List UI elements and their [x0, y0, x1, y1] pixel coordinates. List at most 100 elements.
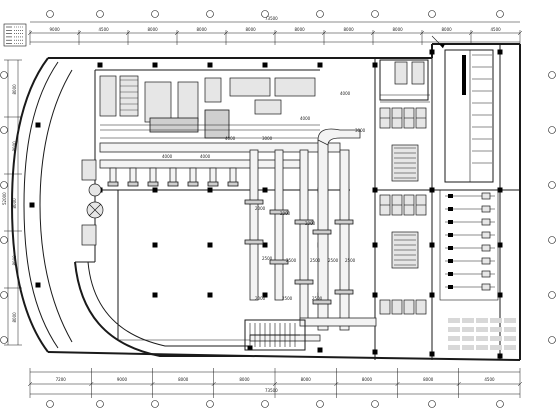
table-cell	[490, 345, 502, 350]
column	[35, 122, 41, 128]
column	[372, 187, 378, 193]
grid-bubble-top	[371, 10, 379, 18]
top-dim-segment: 8000	[295, 27, 306, 32]
diffuser	[244, 239, 264, 245]
right-service-equipment	[379, 59, 430, 315]
ahu-unit	[403, 299, 415, 315]
grid-bubble-bottom	[371, 400, 379, 408]
duct-size-label: 2000	[305, 221, 316, 226]
grid-bubble-top	[316, 10, 324, 18]
table-cell	[504, 327, 516, 332]
top-dim-slash	[272, 30, 278, 36]
pump-unit	[481, 283, 491, 291]
table-cell	[448, 318, 460, 323]
column	[372, 62, 378, 68]
grid-bubble-left	[0, 236, 8, 244]
grid-bubble-right	[548, 236, 556, 244]
bottom-dim-slash	[150, 381, 155, 387]
bottom-dim-segment: 4500	[484, 377, 495, 382]
grid-bubble-bottom	[96, 400, 104, 408]
column	[35, 282, 41, 288]
top-dim-segment: 8000	[148, 27, 159, 32]
bottom-dim-segment: 9000	[117, 377, 128, 382]
bottom-dim-segment: 8000	[423, 377, 434, 382]
table-cell	[490, 327, 502, 332]
bottom-dim-segment: 8000	[362, 377, 373, 382]
top-dim-slash	[517, 30, 523, 36]
left-dim-segment: 8000	[12, 312, 17, 323]
top-dim-slash	[370, 30, 376, 36]
column	[207, 187, 213, 193]
bottom-dim-segment: 8000	[239, 377, 250, 382]
column	[429, 49, 435, 55]
top-dim-segment: 8000	[344, 27, 355, 32]
diffuser	[167, 181, 179, 187]
pump-unit	[481, 244, 491, 252]
bottom-dim-segment: 8000	[301, 377, 312, 382]
table-cell	[448, 336, 460, 341]
diffuser	[244, 199, 264, 205]
top-dim-segment: 4500	[99, 27, 110, 32]
column	[497, 242, 503, 248]
duct-size-label: 3000	[355, 128, 366, 133]
left-dim-segment: 8000	[12, 198, 17, 209]
grid-bubble-top	[206, 10, 214, 18]
top-dim-segment: 8000	[197, 27, 208, 32]
column	[152, 292, 158, 298]
diffuser	[107, 181, 119, 187]
grid-bubble-right	[548, 181, 556, 189]
grid-bubble-bottom	[496, 400, 504, 408]
column	[97, 62, 103, 68]
column	[207, 62, 213, 68]
duct-size-label: 4000	[225, 136, 236, 141]
valve	[448, 233, 453, 237]
column	[207, 292, 213, 298]
column	[372, 349, 378, 355]
column	[152, 187, 158, 193]
supply-ductwork	[99, 128, 377, 342]
table-cell	[462, 345, 474, 350]
bottom-dim-slash	[456, 381, 461, 387]
pump-unit	[481, 231, 491, 239]
diffuser	[312, 299, 332, 305]
top-dim-slash	[419, 30, 425, 36]
column	[497, 49, 503, 55]
table-cell	[462, 318, 474, 323]
bottom-dim-slash	[517, 381, 523, 387]
table-cell	[504, 318, 516, 323]
table-cell	[448, 345, 460, 350]
table-cell	[490, 318, 502, 323]
grid-bubble-bottom	[151, 400, 159, 408]
top-dim-slash	[125, 30, 131, 36]
duct-size-label: 4000	[300, 116, 311, 121]
grid-bubble-bottom	[261, 400, 269, 408]
valve	[448, 285, 453, 289]
duct-size-label: 2500	[328, 258, 339, 263]
valve	[448, 259, 453, 263]
bottom-dim-slash	[395, 381, 400, 387]
diffuser	[207, 181, 219, 187]
top-dim-segment: 8000	[442, 27, 453, 32]
grid-bubble-right	[548, 71, 556, 79]
column	[497, 187, 503, 193]
diffuser	[187, 181, 199, 187]
duct-size-label: 4000	[200, 154, 211, 159]
pump-unit	[481, 192, 491, 200]
diffuser	[127, 181, 139, 187]
pump-unit	[481, 205, 491, 213]
table-cell	[462, 336, 474, 341]
valve	[448, 246, 453, 250]
plant-room-equipment	[81, 75, 340, 246]
valve	[448, 272, 453, 276]
right-equipment-strip	[439, 49, 499, 301]
table-cell	[448, 327, 460, 332]
valve	[448, 220, 453, 224]
column	[247, 345, 253, 351]
bottom-overall-dimension: 73500	[265, 388, 278, 393]
bottom-dim-slash	[272, 381, 278, 387]
column	[262, 62, 268, 68]
grid-bubble-left	[0, 336, 8, 344]
ahu-unit	[391, 299, 403, 315]
diffuser	[334, 219, 354, 225]
